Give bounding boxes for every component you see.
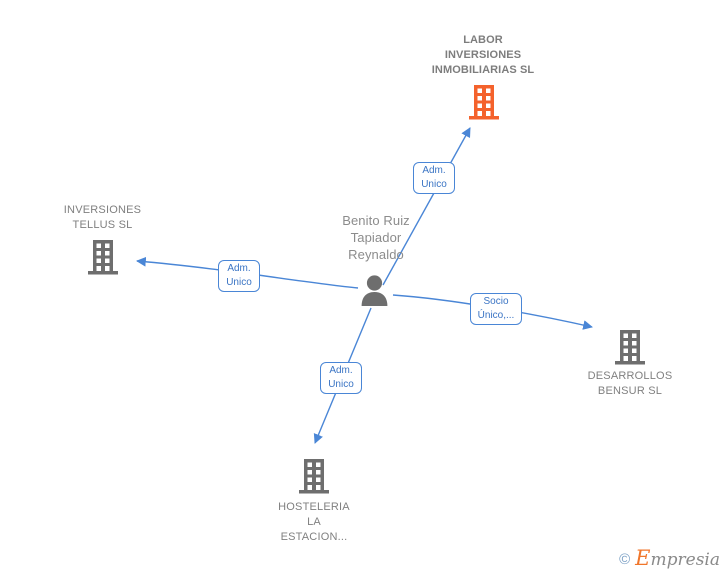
empresia-watermark: © Empresia [619,548,721,570]
node-label-inversiones-tellus: INVERSIONES TELLUS SL [63,204,142,231]
node-label-labor-inversiones-inmobiliarias: LABOR INVERSIONES INMOBILIARIAS SL [431,34,535,76]
edge-label-person-to-hosteleria[interactable]: Adm. Unico [320,362,362,394]
building-icon[interactable] [469,85,499,120]
person-icon[interactable] [360,275,389,306]
building-icon[interactable] [615,330,645,365]
empresia-logo-initial: E [635,546,651,570]
building-icon[interactable] [88,240,118,275]
edge-label-person-to-bensur[interactable]: Socio Único,... [470,293,522,325]
building-icon[interactable] [299,459,329,494]
edge-label-person-to-tellus[interactable]: Adm. Unico [218,260,260,292]
empresia-logo: Empresia [635,548,721,570]
empresia-logo-rest: mpresia [650,550,721,570]
copyright-icon: © [619,551,631,568]
node-label-hosteleria-la-estacion: HOSTELERIA LA ESTACION... [278,501,350,543]
node-label-benito-ruiz-tapiador-reynaldo: Benito Ruiz Tapiador Reynaldo [342,213,410,262]
node-label-desarrollos-bensur: DESARROLLOS BENSUR SL [587,370,673,397]
edge-label-person-to-labor[interactable]: Adm. Unico [413,162,455,194]
